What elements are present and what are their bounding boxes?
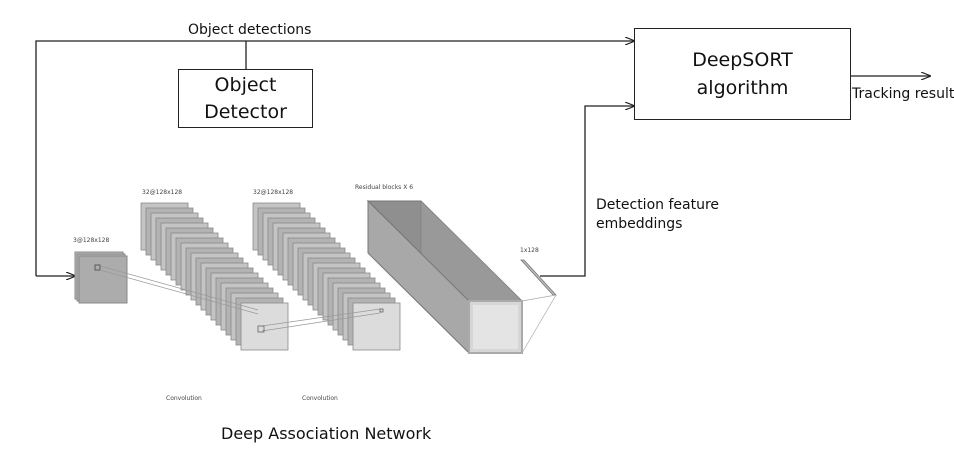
object-detections-arrow (35, 41, 634, 276)
object-detector-label-1: Object (214, 73, 277, 96)
feature-embeddings-label-1: Detection feature (596, 197, 720, 213)
deepsort-algorithm-box: DeepSORT algorithm (634, 28, 851, 120)
feature-map-front (352, 302, 401, 351)
output-dim-label: 1x128 (520, 247, 539, 254)
embedding-vector (520, 259, 557, 354)
object-detector-box: Object Detector (178, 69, 313, 128)
receptive-field-lines (99, 265, 384, 333)
input-dim-label: 3@128x128 (73, 237, 110, 244)
feature-map-front (240, 302, 289, 351)
object-detections-label: Object detections (188, 22, 312, 38)
residual-blocks-label: Residual blocks X 6 (355, 184, 414, 191)
residual-blocks-prism (366, 199, 524, 355)
conv2-op-label: Convolution (302, 395, 338, 402)
conv-feature-stack-2 (252, 202, 401, 351)
input-image-stack (74, 251, 128, 304)
deepsort-label-2: algorithm (696, 77, 789, 99)
object-detector-label-2: Detector (204, 100, 287, 123)
network-caption: Deep Association Network (221, 424, 432, 443)
feature-embeddings-label-2: embeddings (596, 216, 683, 232)
feature-embedding-arrow (540, 106, 634, 277)
conv-feature-stack-1 (140, 202, 289, 351)
conv1-dim-label: 32@128x128 (142, 189, 183, 196)
deepsort-label-1: DeepSORT (692, 49, 793, 71)
conv1-op-label: Convolution (166, 395, 202, 402)
tracking-results-label: Tracking results (852, 86, 954, 102)
conv2-dim-label: 32@128x128 (253, 189, 294, 196)
